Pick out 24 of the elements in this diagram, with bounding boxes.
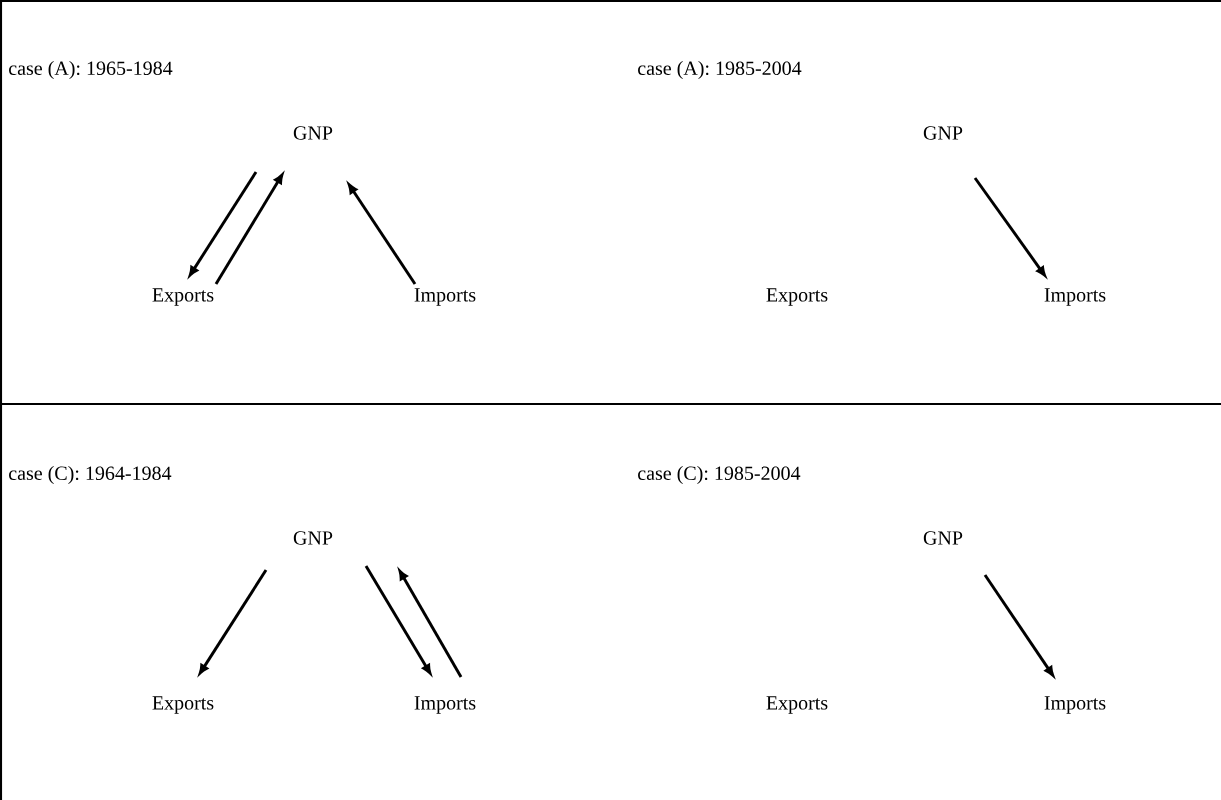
panel-title: case (C): 1985-2004 xyxy=(638,465,801,485)
node-label: Exports xyxy=(152,696,214,714)
node-label: Imports xyxy=(1044,288,1106,306)
arrow xyxy=(983,574,1054,677)
node-label: Imports xyxy=(414,696,476,714)
panel-title: case (A): 1965-1984 xyxy=(9,60,173,80)
arrow xyxy=(198,569,268,675)
node-label: GNP xyxy=(923,531,963,545)
panel-title: case (C): 1964-1984 xyxy=(9,465,172,485)
node-label: GNP xyxy=(923,126,963,140)
arrow xyxy=(364,565,432,675)
panel-title: case (A): 1985-2004 xyxy=(638,60,802,80)
arrow xyxy=(188,171,258,277)
node-label: GNP xyxy=(293,531,333,545)
node-label: Imports xyxy=(1044,696,1106,714)
node-label: Exports xyxy=(766,288,828,306)
node-label: GNP xyxy=(293,126,333,140)
arrow xyxy=(973,177,1046,277)
arrow xyxy=(348,183,417,285)
node-label: Exports xyxy=(766,696,828,714)
arrow xyxy=(214,173,284,285)
node-label: Exports xyxy=(152,288,214,306)
arrow xyxy=(398,569,463,678)
node-label: Imports xyxy=(414,288,476,306)
